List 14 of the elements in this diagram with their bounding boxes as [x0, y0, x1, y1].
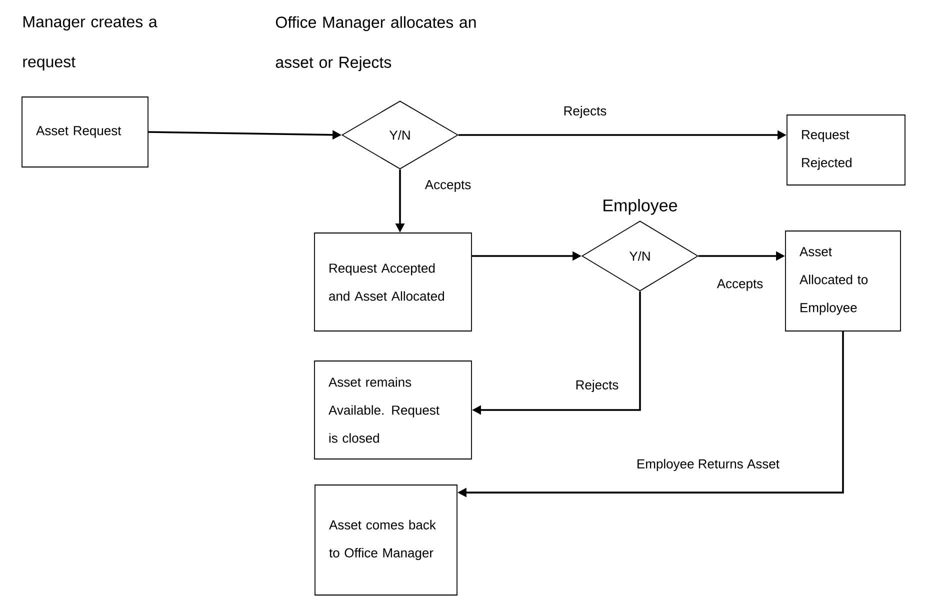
heading: Employee [604, 198, 678, 215]
heading: Manager creates a request [23, 16, 158, 71]
edge-label: Employee Returns Asset [634, 456, 782, 474]
process-box: Asset Request [22, 96, 148, 168]
process-box: Request Rejected [786, 114, 906, 186]
heading: Office Manager allocates an asset or Rejects [276, 16, 476, 72]
process-box: Request Accepted and Asset Allocated [314, 232, 472, 332]
edge-label: Accepts [714, 277, 766, 293]
process-box: Asset comes back to Office Manager [314, 484, 458, 596]
edge-label: Rejects [561, 104, 609, 120]
edge-label: Rejects [573, 378, 621, 394]
process-box: Asset remains Available. Request is closed [314, 360, 472, 460]
process-box: Asset Allocated to Employee [785, 230, 901, 332]
edge-label: Accepts [422, 178, 474, 194]
